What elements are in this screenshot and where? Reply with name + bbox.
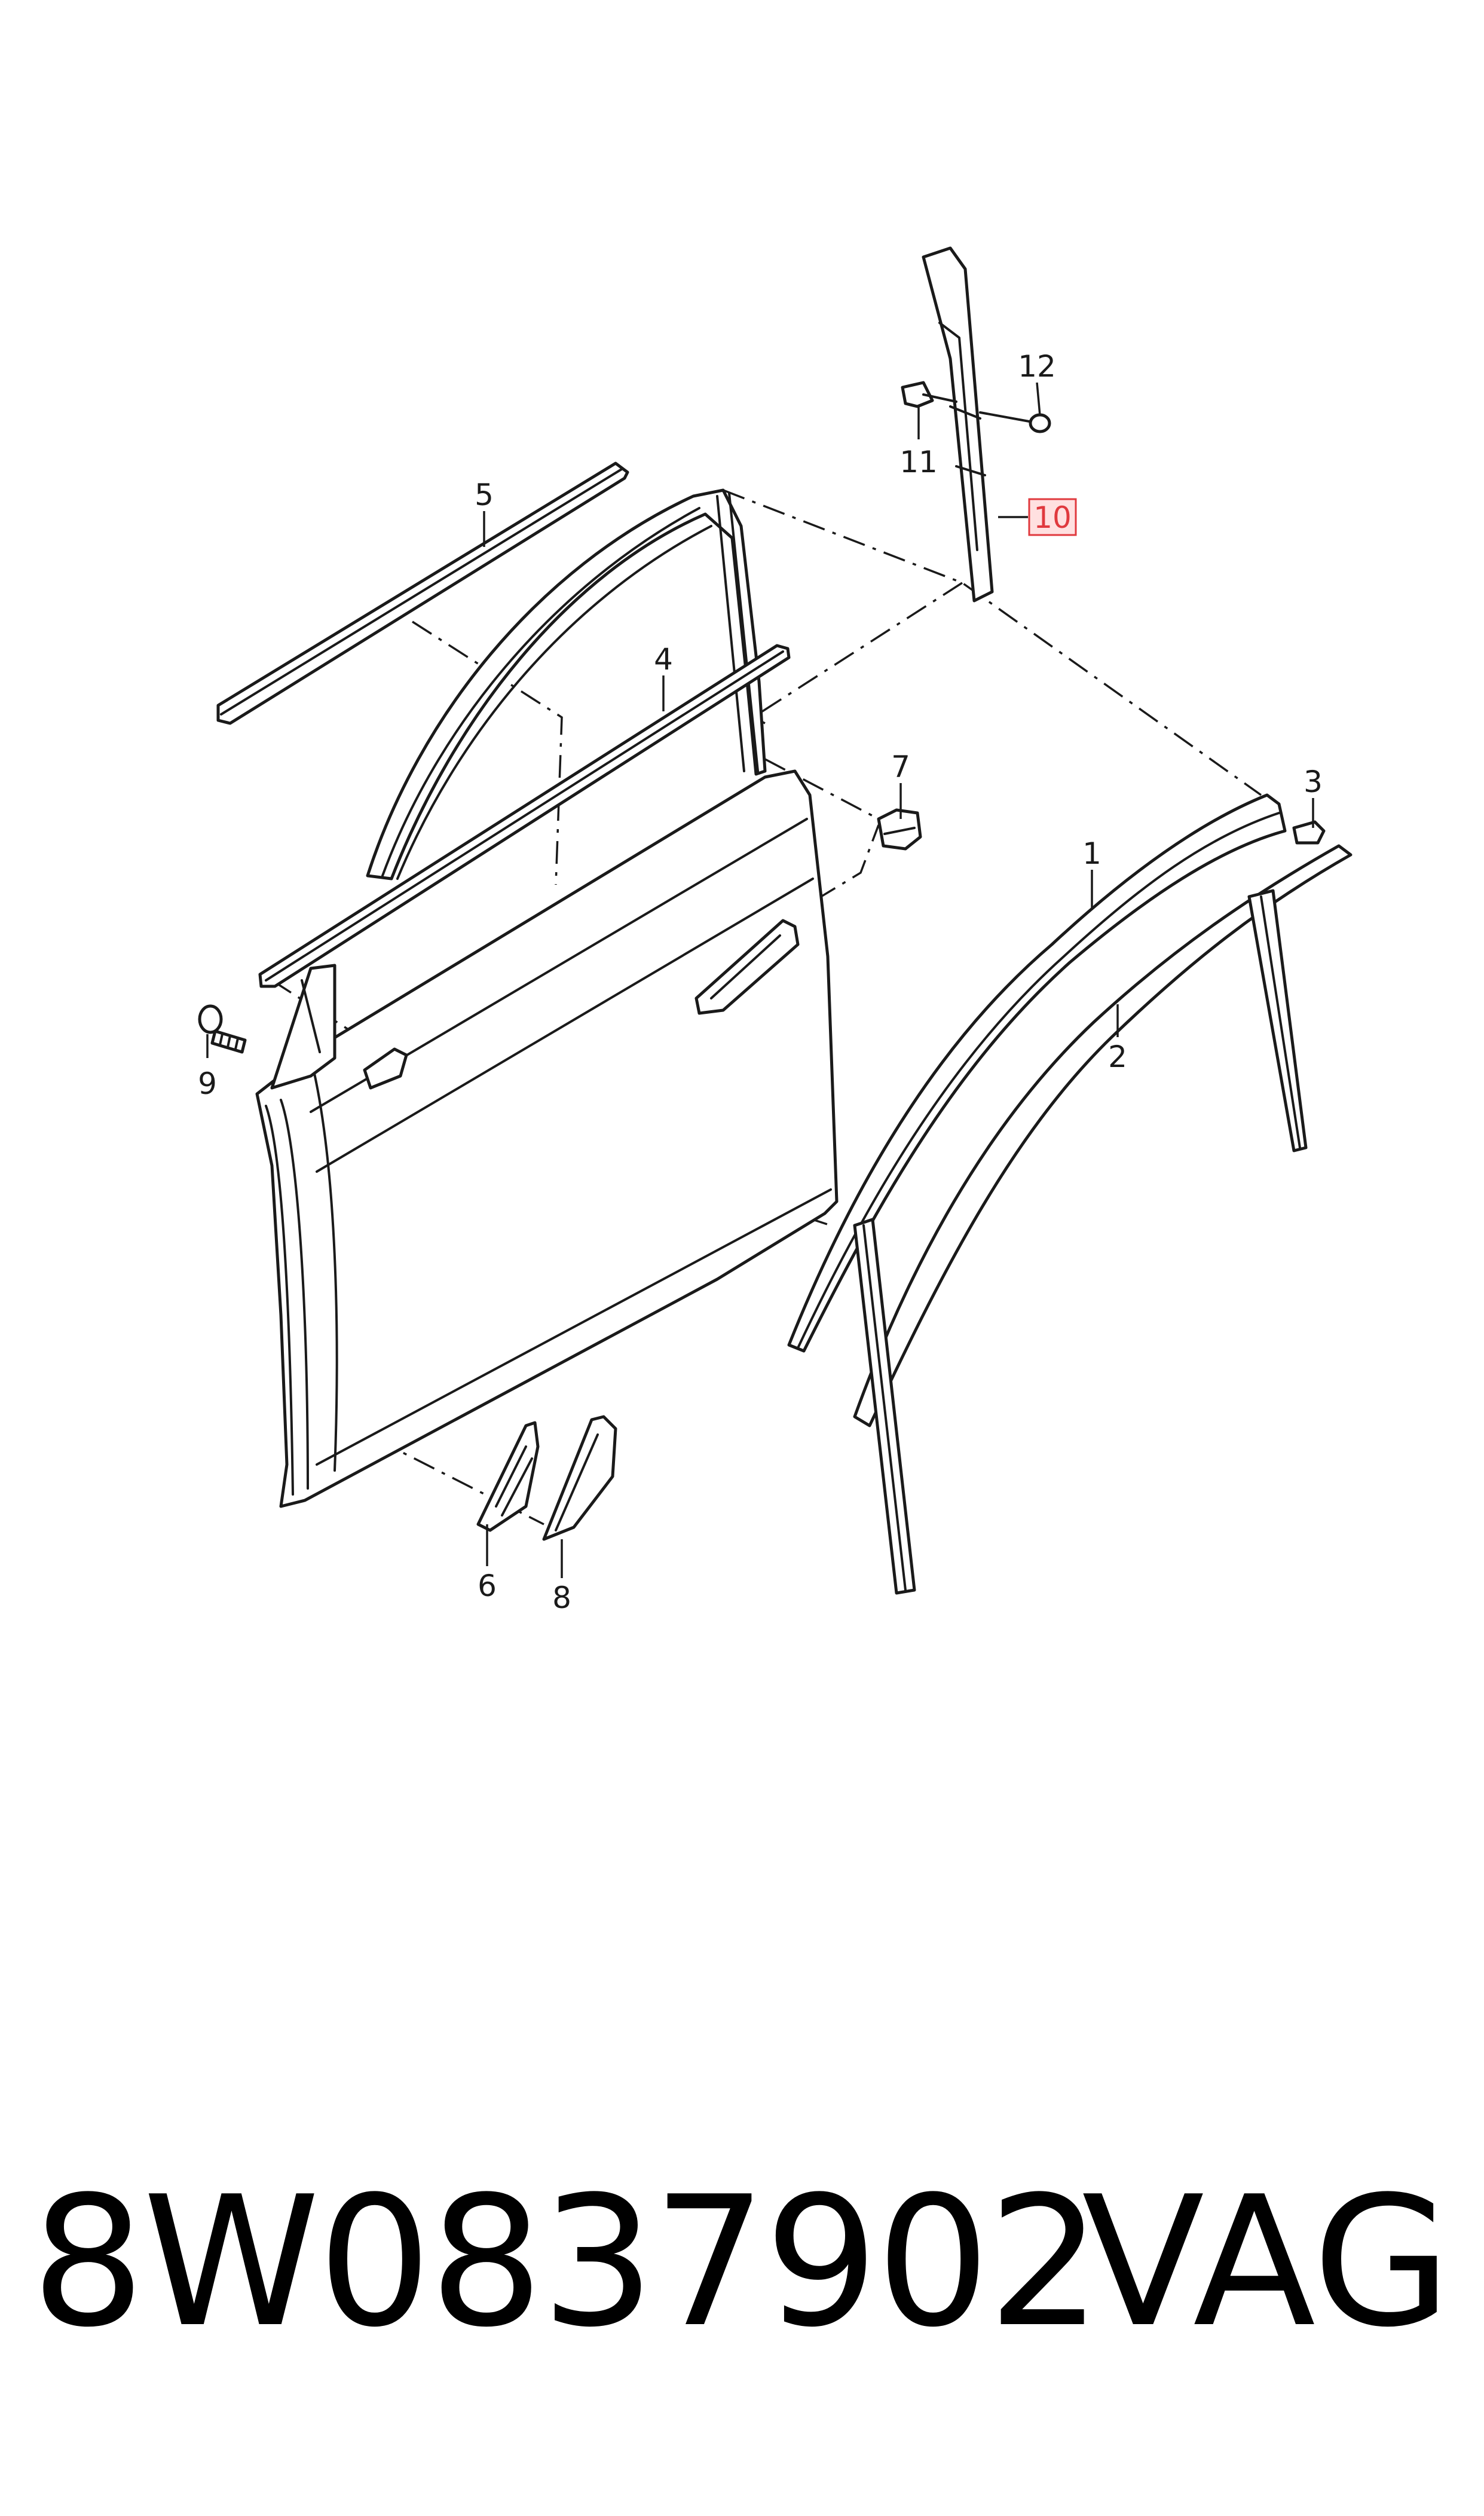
part-8-triangle-trim: [542, 1415, 617, 1541]
callout-1: 1: [1082, 836, 1101, 871]
callout-8: 8: [552, 1580, 571, 1615]
part-5-channel-strip: [216, 461, 629, 725]
callout-3: 3: [1304, 765, 1323, 799]
callout-4: 4: [654, 642, 673, 677]
part-9-bolt: [198, 1004, 247, 1054]
callout-9: 9: [198, 1066, 217, 1101]
callout-10: 10: [1033, 500, 1072, 535]
callout-12: 12: [1018, 349, 1056, 384]
brand-name: VAG: [1082, 2158, 1452, 2367]
part-3-clip: [1292, 820, 1326, 845]
callout-6: 6: [478, 1569, 497, 1603]
part-10-pillar-trim: [922, 246, 994, 603]
callout-10-highlight-box: [1028, 498, 1077, 536]
footer: 8W0837902 VAG: [0, 2164, 1484, 2379]
callout-11: 11: [899, 445, 938, 479]
front-door: [255, 488, 839, 1508]
part-2-lower-seal: [853, 844, 1353, 1595]
parts-diagram: 1 2 3 4 5 6 7 8 9 10 11 12: [198, 246, 1353, 1615]
part-6-triangle-cover: [476, 1421, 540, 1532]
callout-labels: 1 2 3 4 5 6 7 8 9 10 11 12: [198, 349, 1323, 1615]
callout-7: 7: [891, 750, 910, 784]
callout-leaders: [206, 382, 1314, 1578]
part-4-belt-moulding: [258, 644, 791, 988]
callout-5: 5: [475, 478, 494, 512]
part-number: 8W0837902: [31, 2158, 1102, 2367]
part-11-clip: [901, 381, 957, 408]
part-12-nut: [979, 411, 1051, 433]
part-7-clip: [877, 808, 922, 851]
callout-2: 2: [1108, 1040, 1127, 1074]
